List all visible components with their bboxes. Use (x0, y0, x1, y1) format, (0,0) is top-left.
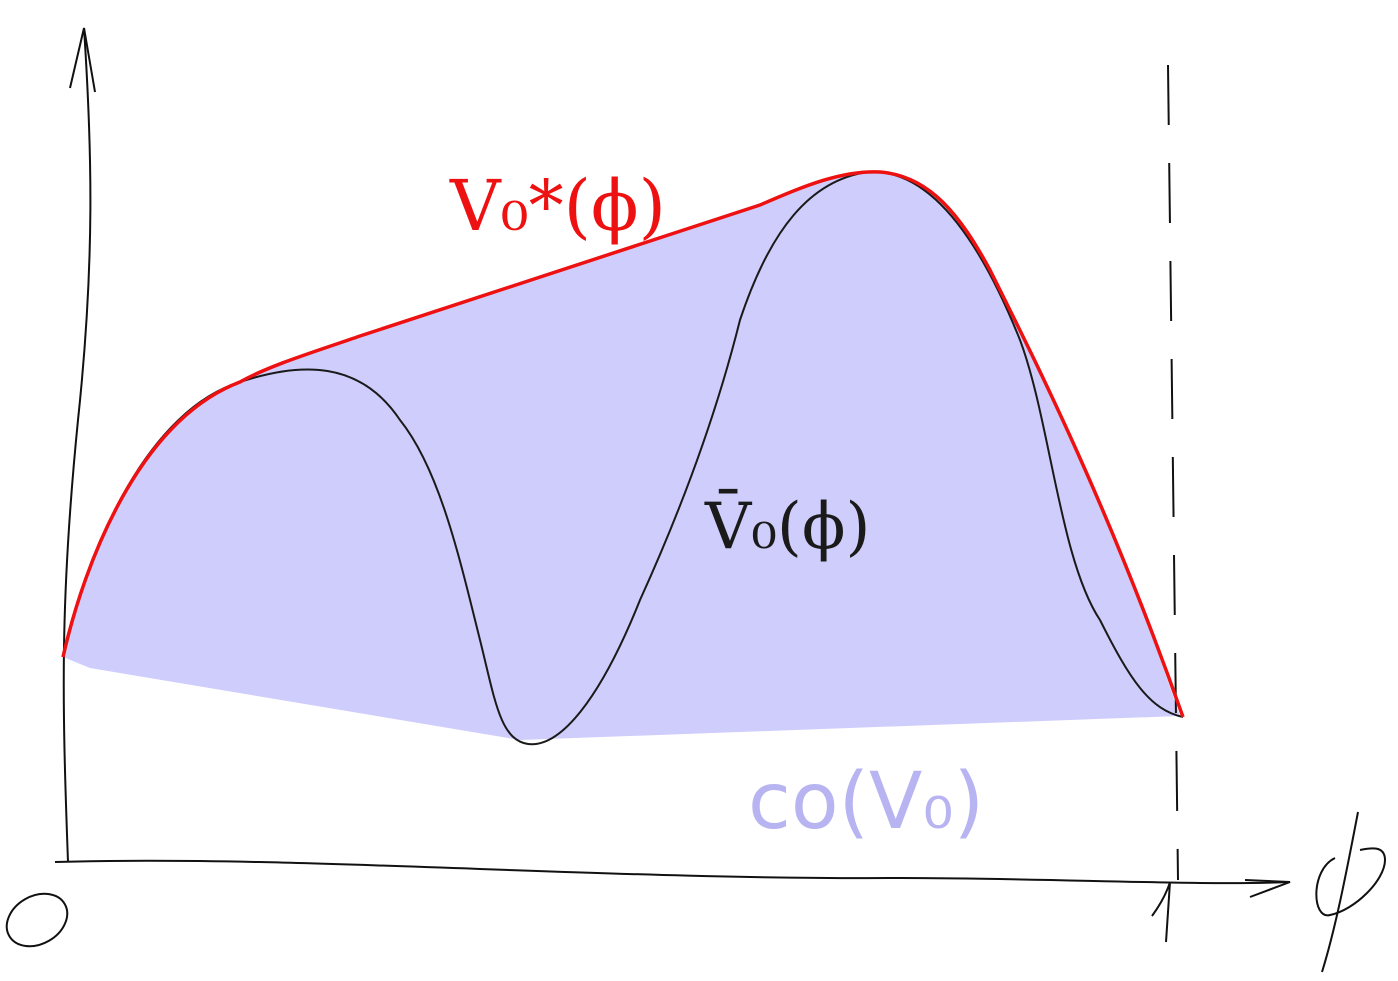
envelope-label: V₀*(ϕ) (449, 165, 666, 247)
x-axis (54, 859, 1291, 885)
concave-envelope-curve (61, 170, 1185, 718)
value-function-curve (62, 170, 1184, 746)
convex-hull-region (63, 171, 1180, 740)
value-function-label: V̄₀(ϕ) (704, 488, 870, 564)
x-axis-arrowhead (1244, 879, 1291, 898)
origin-label: 0 (37, 929, 38, 931)
convex-hull-label: co(V₀) (748, 757, 984, 847)
tick-one (1151, 881, 1171, 943)
one-label: 1 (1160, 939, 1161, 941)
origin-zero-mark (5, 892, 69, 948)
dashed-line-at-one (1167, 64, 1179, 881)
y-axis-arrowhead (69, 27, 96, 93)
phi-axis-label-mark (1315, 811, 1387, 973)
y-axis (62, 27, 92, 863)
